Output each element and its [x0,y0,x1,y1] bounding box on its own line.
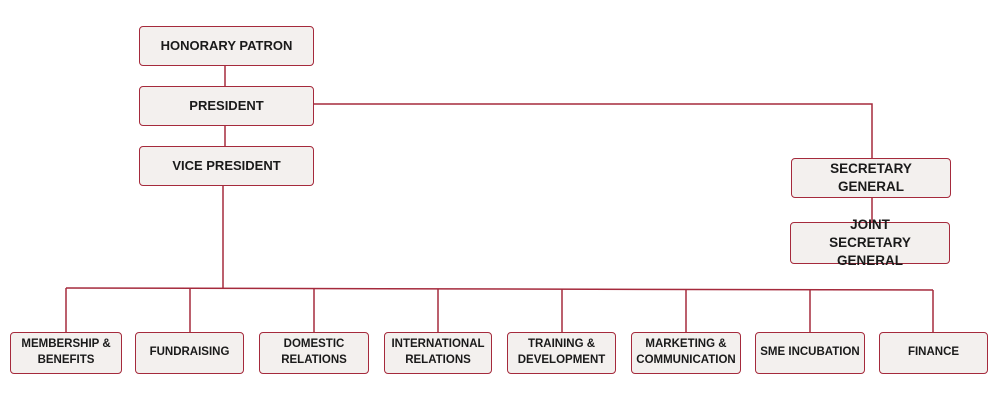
node-joint-secretary-general: JOINT SECRETARY GENERAL [790,217,950,268]
node-department-domestic: DOMESTIC RELATIONS [259,332,369,374]
node-vice-president: VICE PRESIDENT [139,146,314,186]
node-department-finance: FINANCE [879,332,988,374]
department-bus-line [65,287,934,291]
node-honorary-patron: HONORARY PATRON [139,26,314,66]
node-president: PRESIDENT [139,86,314,126]
node-department-marketing: MARKETING & COMMUNICATION [631,332,741,374]
node-department-membership: MEMBERSHIP & BENEFITS [10,332,122,374]
connector-president-secretary [314,103,873,158]
node-secretary-general: SECRETARY GENERAL [791,158,951,198]
node-department-sme-incubation: SME INCUBATION [755,332,865,374]
node-department-training: TRAINING & DEVELOPMENT [507,332,616,374]
node-department-international: INTERNATIONAL RELATIONS [384,332,492,374]
node-department-fundraising: FUNDRAISING [135,332,244,374]
